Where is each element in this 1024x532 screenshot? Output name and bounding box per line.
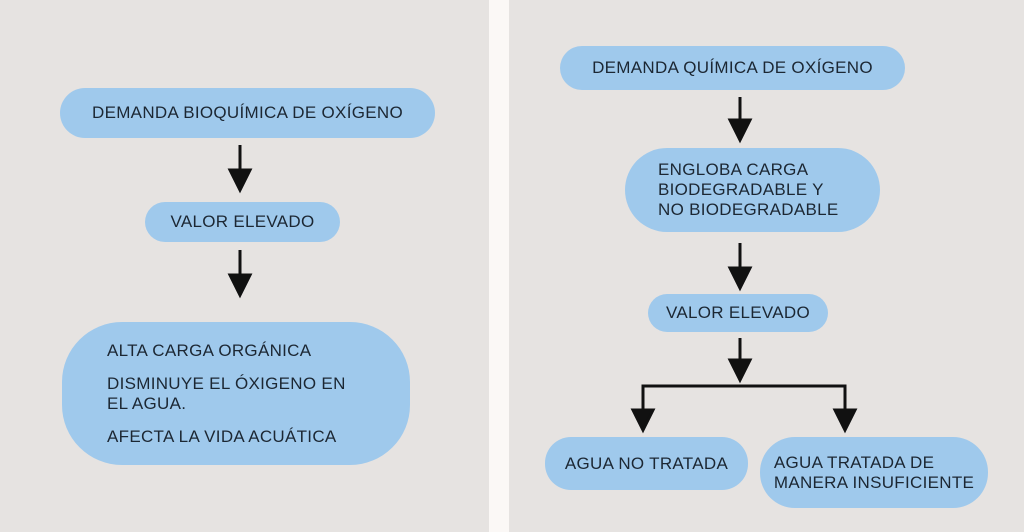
effect-line: ALTA CARGA ORGÁNICA — [107, 340, 312, 360]
arrowhead-right-3 — [727, 358, 753, 384]
arrowhead-left-2 — [227, 273, 253, 299]
node-effects: ALTA CARGA ORGÁNICA DISMINUYE EL ÓXIGENO… — [62, 322, 410, 465]
node-label: DEMANDA QUÍMICA DE OXÍGENO — [592, 58, 873, 77]
node-engloba-carga: ENGLOBA CARGA BIODEGRADABLE Y NO BIODEGR… — [625, 148, 880, 232]
node-line: BIODEGRADABLE Y — [658, 180, 824, 199]
node-agua-no-tratada: AGUA NO TRATADA — [545, 437, 748, 490]
node-line: ENGLOBA CARGA — [658, 160, 809, 179]
node-line: NO BIODEGRADABLE — [658, 200, 839, 219]
arrowhead-branch-a — [630, 408, 656, 434]
node-agua-tratada-insuficiente: AGUA TRATADA DE MANERA INSUFICIENTE — [760, 437, 988, 508]
node-valor-elevado-right: VALOR ELEVADO — [648, 294, 828, 332]
effect-line: AFECTA LA VIDA ACUÁTICA — [107, 426, 337, 446]
arrowhead-right-2 — [727, 266, 753, 292]
arrowhead-branch-b — [832, 408, 858, 434]
node-label: DEMANDA BIOQUÍMICA DE OXÍGENO — [92, 103, 403, 122]
effect-line: EL AGUA. — [107, 393, 187, 413]
branch-connector — [641, 384, 847, 415]
node-valor-elevado-left: VALOR ELEVADO — [145, 202, 340, 242]
arrowhead-right-1 — [727, 118, 753, 144]
node-label: VALOR ELEVADO — [665, 303, 811, 322]
effect-line: DISMINUYE EL ÓXIGENO EN — [107, 373, 346, 393]
node-demanda-quimica: DEMANDA QUÍMICA DE OXÍGENO — [560, 46, 905, 90]
node-line: MANERA INSUFICIENTE — [773, 472, 975, 492]
node-label: AGUA NO TRATADA — [564, 453, 729, 473]
node-demanda-bioquimica: DEMANDA BIOQUÍMICA DE OXÍGENO — [60, 88, 435, 138]
node-label: VALOR ELEVADO — [170, 212, 315, 231]
arrowhead-left-1 — [227, 168, 253, 194]
node-line: AGUA TRATADA DE — [773, 452, 935, 472]
panel-divider — [489, 0, 509, 532]
